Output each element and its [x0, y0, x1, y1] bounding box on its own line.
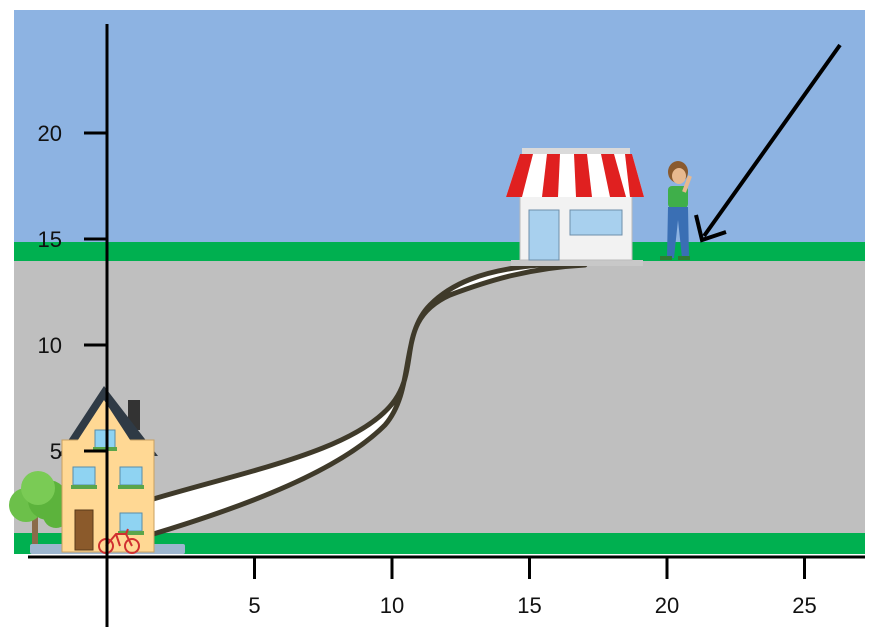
upper-grass-band: [14, 242, 865, 261]
y-axis-ticks: 5 10 15 20: [38, 121, 107, 464]
sky-region: [14, 10, 865, 244]
x-tick-label: 25: [792, 593, 816, 618]
x-tick-label: 5: [248, 593, 260, 618]
store-icon: [506, 148, 644, 266]
ground-region: [14, 261, 865, 533]
x-tick-label: 10: [380, 593, 404, 618]
x-tick-label: 20: [655, 593, 679, 618]
y-tick-label: 20: [38, 121, 62, 146]
x-tick-label: 15: [517, 593, 541, 618]
x-axis-ticks: 5 10 15 20 25: [248, 557, 817, 618]
arrow-icon: [694, 43, 842, 243]
y-tick-label: 5: [50, 439, 62, 464]
person-icon: [660, 161, 692, 260]
lower-grass-band: [14, 533, 865, 554]
y-tick-label: 15: [38, 227, 62, 252]
y-tick-label: 10: [38, 333, 62, 358]
